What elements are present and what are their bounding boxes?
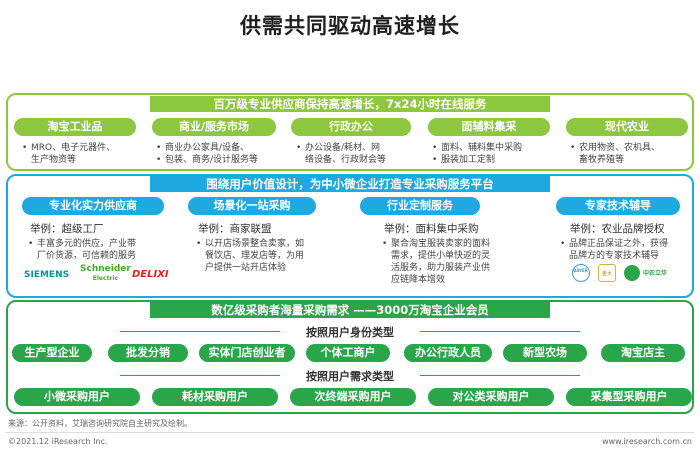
market-business-service: 商业/服务市场	[152, 118, 276, 136]
service-industry-custom-example: 举例：面料集中采购	[384, 223, 479, 235]
demand-banner: 数亿级采购者海量采购需求 ——3000万淘宝企业会员	[150, 302, 550, 318]
service-one-stop-example: 举例：商家联盟	[198, 223, 272, 235]
service-industry-custom-bullets: 聚合淘宝服装卖家的面料 需求，提供小单快返的灵 活服务，助力服装产业供 应链降本…	[382, 238, 522, 286]
footer-divider	[6, 432, 694, 433]
service-one-stop-bullets: 以开店场景整合卖家，如 餐饮店、理发店等，为用 户提供一站开店体验	[196, 238, 331, 274]
page-title: 供需共同驱动高速增长	[240, 14, 460, 38]
service-panel	[6, 174, 694, 298]
schneider-logo-name: Schneider	[80, 264, 131, 274]
source-note: 来源：公开资料，艾瑞咨询研究院自主研究及绘制。	[8, 419, 192, 428]
identity-type-taobao-shop-owner: 淘宝店主	[601, 344, 685, 362]
identity-heading-left-line	[120, 331, 280, 332]
market-fabric-procurement: 面辅料集采	[428, 118, 550, 136]
service-industry-custom: 行业定制服务	[360, 197, 480, 215]
zhongnong-logo-text: 中农立华	[643, 270, 668, 277]
market-admin-office-bullets: 办公设备/耗材、网 络设备、行政财会等	[296, 142, 426, 166]
bayer-logo-text: BAYER	[573, 268, 588, 273]
market-modern-agriculture: 现代农业	[566, 118, 688, 136]
identity-heading: 按照用户身份类型	[306, 326, 394, 339]
delixi-logo: DELIXI	[132, 269, 169, 280]
supplier-banner: 百万级专业供应商保持高速增长，7x24小时在线服务	[150, 96, 550, 112]
website-url: www.iresearch.com.cn	[602, 437, 692, 446]
identity-type-office-admin: 办公行政人员	[404, 344, 492, 362]
bayer-logo: BAYER	[572, 264, 590, 282]
service-one-stop: 场景化一站采购	[188, 197, 316, 215]
identity-type-manufacturer: 生产型企业	[12, 344, 92, 362]
identity-type-store-founder: 实体门店创业者	[199, 344, 295, 362]
market-admin-office: 行政办公	[291, 118, 411, 136]
siemens-logo: SIEMENS	[24, 270, 70, 280]
market-taobao-industrial-bullets: MRO、电子元器件、 生产物资等	[22, 142, 147, 166]
supplier-panel	[6, 93, 694, 171]
service-banner: 围绕用户价值设计，为中小微企业打造专业采购服务平台	[150, 176, 550, 192]
market-business-service-bullets: 商业办公家具/设备、 包装、商务/设计服务等	[156, 142, 291, 166]
service-strong-supplier: 专业化实力供应商	[22, 197, 164, 215]
market-taobao-industrial: 淘宝工业品	[14, 118, 136, 136]
identity-type-wholesale: 批发分销	[108, 344, 188, 362]
market-fabric-procurement-bullets: 面料、辅料集中采购 服装加工定制	[432, 142, 562, 166]
schneider-logo-sub: Electric	[92, 275, 119, 282]
copyright: ©2021.12 iResearch Inc.	[8, 437, 108, 446]
demand-type-sub-terminal: 次终端采购用户	[290, 388, 416, 406]
demand-heading-left-line	[120, 375, 280, 376]
jinyuan-logo: 金大	[598, 264, 616, 282]
demand-panel	[6, 300, 694, 414]
service-expert-guidance: 专家技术辅导	[556, 197, 680, 215]
service-expert-guidance-example: 举例：农业品牌授权	[570, 223, 665, 235]
schneider-logo: Schneider Electric	[80, 265, 131, 283]
service-strong-supplier-example: 举例：超级工厂	[30, 223, 104, 235]
demand-heading-right-line	[420, 375, 580, 376]
market-modern-agriculture-bullets: 农用物资、农机具、 畜牧养殖等	[570, 142, 692, 166]
zhongnong-emblem-icon	[624, 265, 640, 281]
identity-heading-right-line	[420, 331, 580, 332]
demand-type-consumables: 耗材采购用户	[152, 388, 278, 406]
identity-type-new-farm: 新型农场	[503, 344, 587, 362]
service-expert-guidance-bullets: 品牌正品保证之外，获得 品牌方的专家技术辅导	[560, 238, 692, 262]
demand-type-micro: 小微采购用户	[14, 388, 140, 406]
service-strong-supplier-bullets: 丰富多元的供应，产业带 厂价货源，可信赖的服务	[28, 238, 163, 262]
demand-type-corporate: 对公类采购用户	[428, 388, 554, 406]
demand-type-collective: 采集型采购用户	[566, 388, 692, 406]
identity-type-individual-business: 个体工商户	[306, 344, 390, 362]
demand-heading: 按照用户需求类型	[306, 370, 394, 383]
